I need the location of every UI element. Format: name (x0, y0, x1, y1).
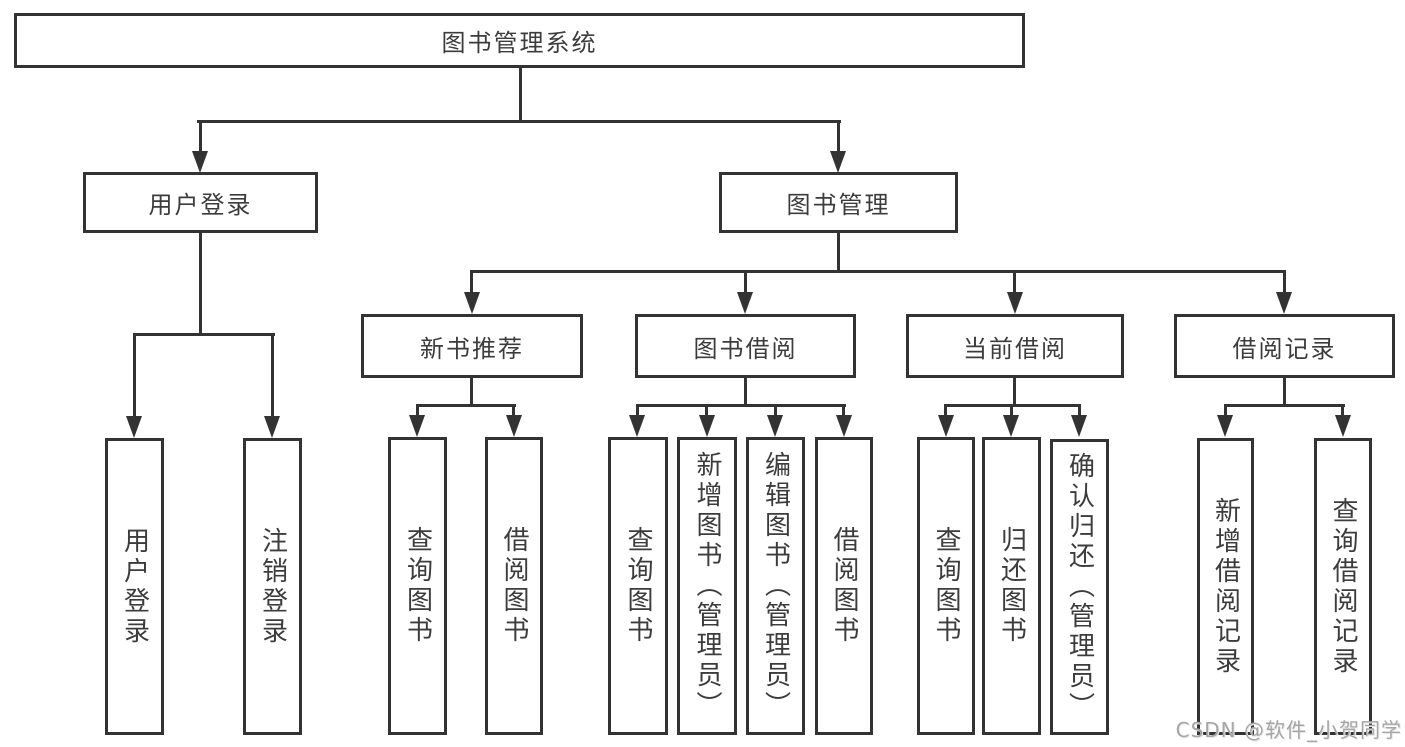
connector-line (133, 333, 136, 417)
node-leaf-query-books-3: 查询图书 (917, 437, 975, 735)
arrow-down-icon (767, 415, 783, 437)
connector-line (199, 120, 202, 153)
node-leaf-add-borrow-record: 新增借阅记录 (1197, 438, 1254, 735)
node-leaf-return-books: 归还图书 (982, 437, 1041, 735)
node-label: 归还图书 (996, 526, 1027, 646)
arrow-down-icon (1276, 292, 1292, 314)
connector-line (774, 404, 777, 416)
connector-line (1010, 404, 1013, 416)
connector-line (1283, 270, 1286, 293)
arrow-down-icon (938, 415, 954, 437)
arrow-down-icon (1217, 415, 1233, 437)
node-book-borrow: 图书借阅 (635, 314, 856, 378)
connector-line (1013, 270, 1016, 293)
connector-line (197, 120, 841, 123)
arrow-down-icon (264, 416, 280, 438)
node-label: 编辑图书（管理员） (760, 451, 791, 721)
node-current-borrow: 当前借阅 (906, 314, 1124, 378)
connector-line (1224, 404, 1345, 407)
arrow-down-icon (126, 416, 142, 438)
node-root: 图书管理系统 (14, 13, 1025, 68)
node-leaf-edit-books-admin: 编辑图书（管理员） (746, 437, 805, 735)
node-label: 借阅图书 (829, 526, 859, 646)
arrow-down-icon (409, 415, 425, 437)
connector-line (470, 377, 473, 406)
connector-line (705, 404, 708, 416)
arrow-down-icon (1003, 415, 1019, 437)
node-label: 新增借阅记录 (1210, 496, 1241, 677)
node-label: 查询借阅记录 (1328, 496, 1358, 677)
node-book-mgmt: 图书管理 (719, 172, 958, 233)
arrow-down-icon (737, 292, 753, 314)
connector-line (944, 404, 947, 416)
connector-line (744, 270, 747, 293)
connector-line (471, 270, 1286, 273)
connector-line (512, 404, 515, 416)
connector-line (271, 333, 274, 417)
connector-line (1224, 404, 1227, 416)
connector-line (744, 377, 747, 406)
arrow-down-icon (1071, 415, 1087, 437)
node-label: 确认归还（管理员） (1064, 452, 1095, 722)
node-label: 新增图书（管理员） (692, 451, 722, 721)
node-leaf-query-books-1: 查询图书 (388, 437, 447, 735)
node-leaf-borrow-books-1: 借阅图书 (485, 437, 543, 735)
arrow-down-icon (464, 292, 480, 314)
node-leaf-add-books-admin: 新增图书（管理员） (677, 437, 737, 735)
node-leaf-query-books-2: 查询图书 (608, 437, 668, 735)
node-label: 借阅图书 (499, 526, 529, 646)
arrow-down-icon (506, 415, 522, 437)
connector-line (470, 270, 473, 293)
arrow-down-icon (830, 151, 846, 173)
node-user-login: 用户登录 (83, 172, 318, 233)
connector-line (1078, 404, 1081, 416)
arrow-down-icon (1335, 415, 1351, 437)
arrow-down-icon (629, 415, 645, 437)
node-leaf-confirm-return-admin: 确认归还（管理员） (1050, 439, 1109, 735)
node-leaf-query-borrow-record: 查询借阅记录 (1314, 438, 1372, 735)
connector-line (636, 404, 846, 407)
node-borrow-records: 借阅记录 (1174, 314, 1395, 378)
arrow-down-icon (1007, 292, 1023, 314)
connector-line (416, 404, 419, 416)
connector-line (1013, 377, 1016, 406)
connector-line (837, 120, 840, 153)
connector-line (842, 404, 845, 416)
connector-line (199, 232, 202, 336)
node-leaf-user-login: 用户登录 (105, 438, 164, 735)
connector-line (416, 404, 516, 407)
connector-line (133, 333, 275, 336)
connector-line (1341, 404, 1344, 416)
node-label: 查询图书 (623, 526, 653, 646)
connector-line (837, 232, 840, 273)
arrow-down-icon (192, 151, 208, 173)
arrow-down-icon (699, 415, 715, 437)
node-label: 查询图书 (402, 526, 433, 646)
node-leaf-borrow-books-2: 借阅图书 (815, 437, 873, 735)
csdn-watermark: CSDN @软件_小贺同学 (1175, 718, 1402, 742)
node-label: 注销登录 (257, 526, 288, 647)
connector-line (1283, 377, 1286, 406)
connector-line (636, 404, 639, 416)
node-leaf-logout: 注销登录 (243, 438, 302, 735)
node-new-book-rec: 新书推荐 (361, 314, 583, 378)
arrow-down-icon (836, 415, 852, 437)
node-label: 查询图书 (931, 526, 961, 646)
connector-line (519, 66, 522, 122)
node-label: 用户登录 (119, 526, 150, 647)
